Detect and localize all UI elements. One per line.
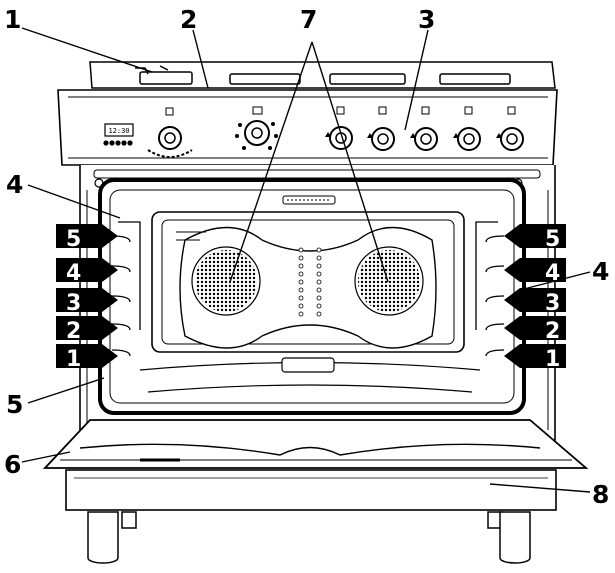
svg-text:1: 1 [66, 347, 81, 372]
shelf-label-left-5: 5 [56, 224, 118, 252]
callout-labels: 1 2 7 3 4 4 5 6 8 [4, 5, 609, 509]
svg-text:1: 1 [545, 347, 560, 372]
shelf-runners-left [111, 221, 141, 357]
callout-1: 1 [4, 5, 21, 34]
shelf-label-right-4: 4 [504, 258, 566, 286]
shelf-runners-right [475, 221, 505, 357]
knob-burner-4[interactable] [453, 106, 481, 151]
knob-burner-3[interactable] [410, 106, 438, 151]
knob-function-selector[interactable] [235, 106, 278, 150]
svg-text:5: 5 [66, 227, 81, 252]
svg-text:3: 3 [545, 291, 560, 316]
svg-text:2: 2 [545, 319, 560, 344]
callout-8: 8 [592, 480, 609, 509]
callout-4-right: 4 [592, 257, 609, 286]
shelf-label-right-5: 5 [504, 224, 566, 252]
shelf-label-left-2: 2 [56, 316, 118, 344]
knob-burner-5[interactable] [496, 106, 524, 151]
shelf-label-left-3: 3 [56, 288, 118, 316]
knob-thermostat[interactable] [147, 107, 193, 158]
fan-right [354, 246, 424, 316]
svg-text:12:30: 12:30 [108, 127, 129, 135]
shelf-labels-right: 5 4 3 2 1 [504, 224, 566, 372]
callout-leaders [21, 27, 591, 493]
knob-burner-2[interactable] [367, 106, 395, 151]
svg-text:4: 4 [545, 261, 560, 286]
shelf-labels-left: 5 4 3 2 1 [56, 224, 118, 372]
storage-drawer [65, 469, 557, 511]
shelf-label-right-3: 3 [504, 288, 566, 316]
callout-5: 5 [6, 390, 23, 419]
shelf-label-right-1: 1 [504, 344, 566, 372]
shelf-label-left-4: 4 [56, 258, 118, 286]
callout-3: 3 [418, 5, 435, 34]
shelf-label-right-2: 2 [504, 316, 566, 344]
vent-holes [298, 247, 322, 317]
callout-7: 7 [300, 5, 317, 34]
shelf-label-left-1: 1 [56, 344, 118, 372]
clock-display: 12:30 [103, 123, 134, 146]
callout-4-left: 4 [6, 170, 23, 199]
callout-2: 2 [180, 5, 197, 34]
control-panel: 12:30 [57, 89, 558, 166]
svg-text:2: 2 [66, 319, 81, 344]
oven-feet [87, 511, 531, 564]
callout-6: 6 [4, 450, 21, 479]
fan-left [191, 246, 261, 316]
svg-text:3: 3 [66, 291, 81, 316]
svg-text:5: 5 [545, 227, 560, 252]
svg-text:4: 4 [66, 261, 81, 286]
oven-door [42, 419, 589, 469]
cavity-floor [139, 357, 481, 393]
